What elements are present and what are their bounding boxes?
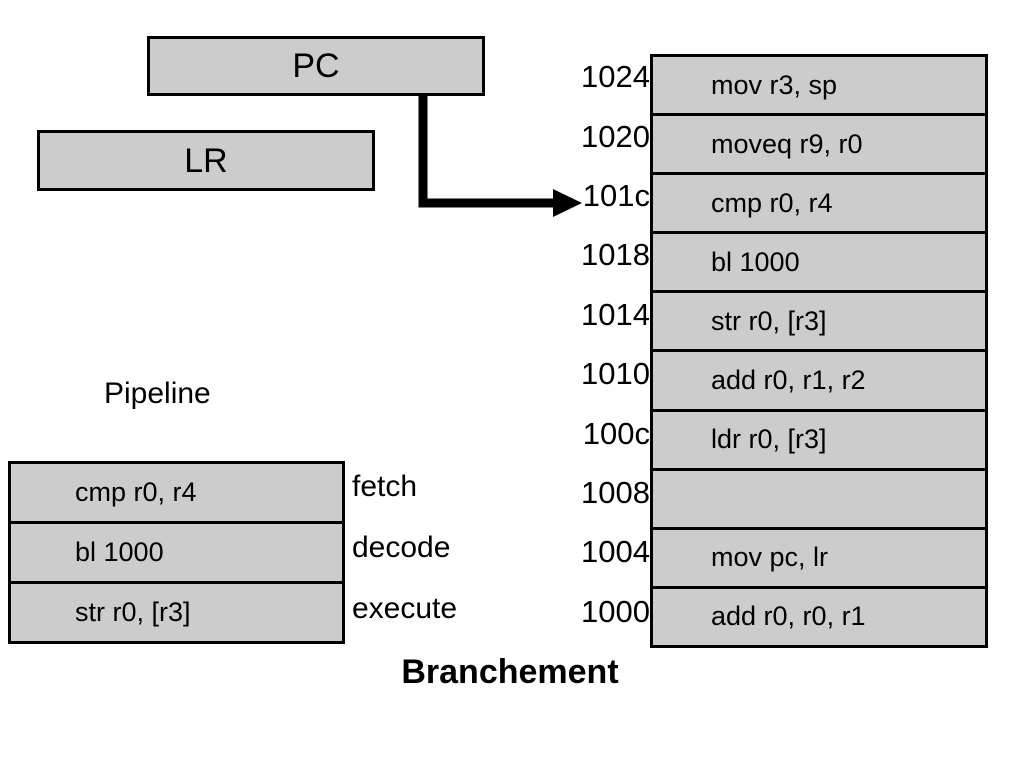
memory-row: add r0, r0, r1 bbox=[653, 589, 985, 645]
diagram-caption: Branchement bbox=[0, 655, 1024, 689]
pipeline-row-execute: str r0, [r3] bbox=[11, 584, 342, 641]
memory-instruction: bl 1000 bbox=[711, 246, 800, 277]
memory-address: 1004 bbox=[581, 534, 650, 570]
memory-table: mov r3, sp moveq r9, r0 cmp r0, r4 bl 10… bbox=[650, 54, 988, 648]
memory-address: 1024 bbox=[581, 59, 650, 95]
memory-row: bl 1000 bbox=[653, 234, 985, 294]
pipeline-row-decode: bl 1000 bbox=[11, 524, 342, 584]
diagram-caption-text: Branchement bbox=[401, 653, 619, 691]
memory-row: mov pc, lr bbox=[653, 530, 985, 589]
memory-instruction: ldr r0, [r3] bbox=[711, 424, 827, 455]
stage-label-fetch: fetch bbox=[352, 469, 418, 503]
memory-instruction: str r0, [r3] bbox=[711, 305, 827, 336]
memory-address: 1008 bbox=[581, 475, 650, 511]
memory-instruction: moveq r9, r0 bbox=[711, 128, 863, 159]
pipeline-title: Pipeline bbox=[104, 377, 211, 410]
memory-instruction: add r0, r0, r1 bbox=[711, 601, 866, 632]
memory-row: ldr r0, [r3] bbox=[653, 412, 985, 471]
memory-address: 1014 bbox=[581, 296, 650, 332]
pc-register-label: PC bbox=[292, 47, 340, 85]
lr-register-box: LR bbox=[37, 130, 375, 191]
memory-instruction: mov pc, lr bbox=[711, 542, 829, 573]
memory-address: 1000 bbox=[581, 593, 650, 629]
memory-row: add r0, r1, r2 bbox=[653, 352, 985, 412]
memory-address: 1018 bbox=[581, 237, 650, 273]
stage-label-decode: decode bbox=[352, 530, 451, 564]
memory-address-column: 1024 1020 101c 1018 1014 1010 100c 1008 … bbox=[550, 54, 650, 648]
memory-row: cmp r0, r4 bbox=[653, 175, 985, 235]
memory-row: str r0, [r3] bbox=[653, 293, 985, 353]
memory-instruction: mov r3, sp bbox=[711, 69, 838, 100]
pc-register-box: PC bbox=[147, 36, 485, 96]
memory-instruction: cmp r0, r4 bbox=[711, 187, 833, 218]
pipeline-instruction: bl 1000 bbox=[75, 537, 164, 567]
memory-row: moveq r9, r0 bbox=[653, 116, 985, 176]
memory-address: 1010 bbox=[581, 356, 650, 392]
stage-label-execute: execute bbox=[352, 591, 458, 625]
pipeline-stage-labels: fetch decode execute bbox=[352, 461, 522, 644]
memory-row: mov r3, sp bbox=[653, 57, 985, 117]
memory-row-empty bbox=[653, 471, 985, 530]
pipeline-instruction: str r0, [r3] bbox=[75, 597, 191, 627]
pipeline-instruction: cmp r0, r4 bbox=[75, 477, 197, 507]
pipeline-box: cmp r0, r4 bl 1000 str r0, [r3] bbox=[8, 461, 345, 644]
memory-address: 100c bbox=[582, 415, 650, 451]
memory-address: 101c bbox=[582, 178, 650, 214]
lr-register-label: LR bbox=[184, 141, 228, 180]
memory-address: 1020 bbox=[581, 118, 650, 154]
memory-instruction: add r0, r1, r2 bbox=[711, 365, 866, 396]
pipeline-row-fetch: cmp r0, r4 bbox=[11, 464, 342, 524]
